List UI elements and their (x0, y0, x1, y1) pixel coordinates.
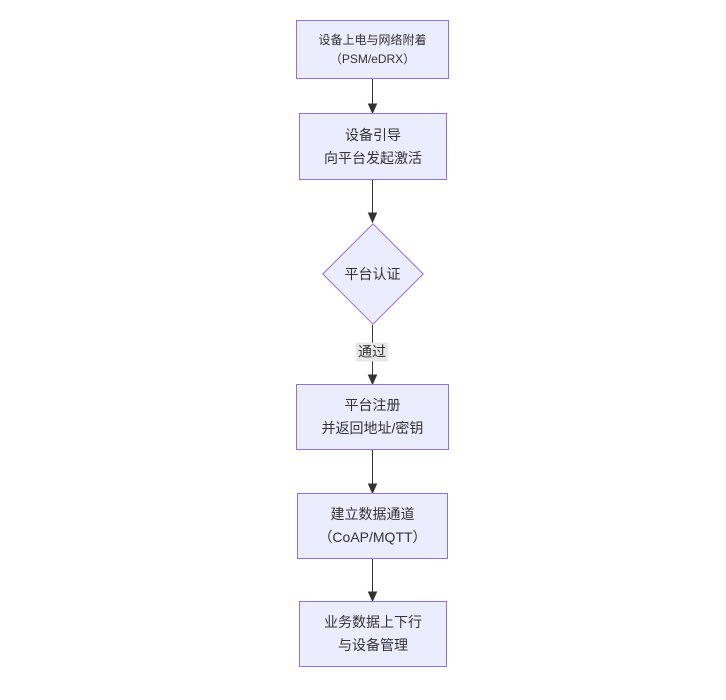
edge-label-pass: 通过 (356, 342, 388, 362)
node-bootstrap: 设备引导 向平台发起激活 (299, 113, 447, 180)
node-label-line: （CoAP/MQTT） (318, 529, 427, 545)
node-business: 业务数据上下行 与设备管理 (299, 601, 447, 667)
node-label-line: 平台认证 (344, 266, 401, 282)
arrowhead-icon (367, 483, 378, 495)
node-label-line: 建立数据通道 (330, 506, 415, 522)
node-power-attach: 设备上电与网络附着 （PSM/eDRX） (296, 20, 449, 79)
arrowhead-icon (367, 374, 378, 386)
node-label-line: 设备上电与网络附着 (318, 32, 427, 47)
arrowhead-icon (367, 103, 378, 115)
node-label-line: （PSM/eDRX） (329, 51, 416, 66)
node-label-line: 业务数据上下行 (324, 614, 422, 630)
node-label-line: 向平台发起激活 (324, 149, 422, 166)
node-label-line: 与设备管理 (338, 637, 408, 653)
node-channel: 建立数据通道 （CoAP/MQTT） (297, 493, 448, 559)
arrowhead-icon (367, 212, 378, 224)
node-label-line: 设备引导 (345, 126, 401, 143)
node-auth-decision: 平台认证 (321, 223, 424, 325)
node-label-line: 平台注册 (344, 397, 401, 413)
arrowhead-icon (367, 591, 378, 603)
node-register: 平台注册 并返回地址/密钥 (296, 384, 449, 450)
node-label-line: 并返回地址/密钥 (321, 420, 424, 436)
